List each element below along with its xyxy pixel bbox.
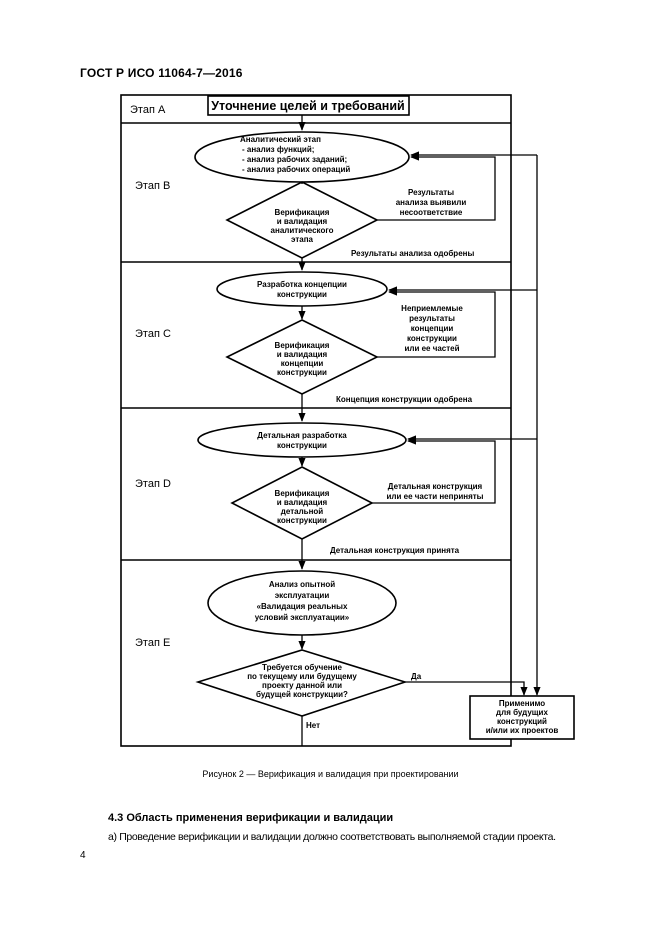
stage-label-b: Этап В — [135, 180, 170, 192]
operation-line-1: Анализ опытной — [269, 580, 335, 589]
operation-line-3: «Валидация реальных — [257, 602, 348, 611]
d-feedback-loop — [372, 437, 496, 504]
flowchart: Этап А Этап В Этап С Этап D Этап Е Уточн… — [120, 94, 575, 747]
title-box — [207, 95, 410, 116]
training-line-3: проекту данной или — [262, 681, 342, 690]
verify-d-line-4: конструкции — [277, 516, 327, 525]
detail-line-1: Детальная разработка — [257, 431, 347, 440]
verify-c-line-2: и валидация — [277, 350, 328, 359]
verify-d-line-1: Верификация — [275, 489, 330, 498]
stage-label-c: Этап С — [135, 328, 171, 340]
verify-b-line-1: Верификация — [275, 208, 330, 217]
c-feedback-loop — [377, 288, 496, 358]
d-fail-line-2: или ее части неприняты — [386, 492, 483, 501]
body-paragraph: а) Проведение верификации и валидации до… — [108, 831, 556, 843]
verify-c-line-1: Верификация — [275, 341, 330, 350]
page-number: 4 — [80, 850, 86, 861]
verify-b-line-3: аналитического — [271, 226, 334, 235]
b-fail-line-1: Результаты — [408, 188, 454, 197]
section-heading: 4.3 Область применения верификации и вал… — [108, 812, 394, 824]
b-feedback-loop — [377, 153, 496, 221]
stage-label-e: Этап Е — [135, 637, 170, 649]
c-fail-line-2: результаты — [409, 314, 455, 323]
training-line-2: по текущему или будущему — [247, 672, 357, 681]
stage-label-a: Этап А — [130, 104, 166, 116]
b-fail-line-2: анализа выявили — [396, 198, 467, 207]
d-fail-line-1: Детальная конструкция — [388, 482, 483, 491]
concept-ellipse — [216, 271, 388, 307]
d-ok-note: Детальная конструкция принята — [330, 546, 460, 555]
title-box-label: Уточнение целей и требований — [211, 99, 404, 113]
analytic-line-1: Аналитический этап — [240, 135, 321, 144]
training-line-1: Требуется обучение — [262, 663, 343, 672]
detail-line-2: конструкции — [277, 441, 327, 450]
c-fail-line-5: или ее частей — [404, 344, 459, 353]
apply-line-3: конструкций — [497, 717, 547, 726]
figure-caption: Рисунок 2 — Верификация и валидация при … — [202, 769, 459, 779]
apply-line-1: Применимо — [499, 699, 545, 708]
c-fail-line-3: концепции — [411, 324, 454, 333]
analytic-line-4: - анализ рабочих операций — [242, 165, 350, 174]
yes-branch-line — [405, 681, 528, 696]
verify-b-line-2: и валидация — [277, 217, 328, 226]
detail-design-ellipse — [197, 422, 407, 458]
verify-c-line-3: концепции — [281, 359, 324, 368]
b-ok-note: Результаты анализа одобрены — [351, 249, 474, 258]
verify-c-line-4: конструкции — [277, 368, 327, 377]
apply-line-2: для будущих — [496, 708, 548, 717]
verify-d-line-3: детальной — [281, 507, 324, 516]
yes-label: Да — [411, 672, 422, 681]
document-header: ГОСТ Р ИСО 11064-7—2016 — [80, 66, 243, 80]
c-fail-line-1: Неприемлемые — [401, 304, 463, 313]
c-fail-line-4: конструкции — [407, 334, 457, 343]
b-fail-line-3: несоответствие — [400, 208, 463, 217]
concept-line-2: конструкции — [277, 290, 327, 299]
verify-b-line-4: этапа — [291, 235, 314, 244]
operation-line-2: эксплуатации — [275, 591, 330, 600]
analytic-line-2: - анализ функций; — [242, 145, 314, 154]
analytic-line-3: - анализ рабочих заданий; — [242, 155, 347, 164]
operation-line-4: условий эксплуатации» — [255, 613, 350, 622]
no-label: Нет — [306, 721, 320, 730]
c-ok-note: Концепция конструкции одобрена — [336, 395, 473, 404]
training-line-4: будущей конструкции? — [256, 690, 348, 699]
verify-d-line-2: и валидация — [277, 498, 328, 507]
concept-line-1: Разработка концепции — [257, 280, 347, 289]
stage-label-d: Этап D — [135, 478, 171, 490]
flow-frame — [120, 94, 512, 747]
apply-future-box — [469, 695, 575, 740]
apply-line-4: и/или их проектов — [486, 726, 559, 735]
